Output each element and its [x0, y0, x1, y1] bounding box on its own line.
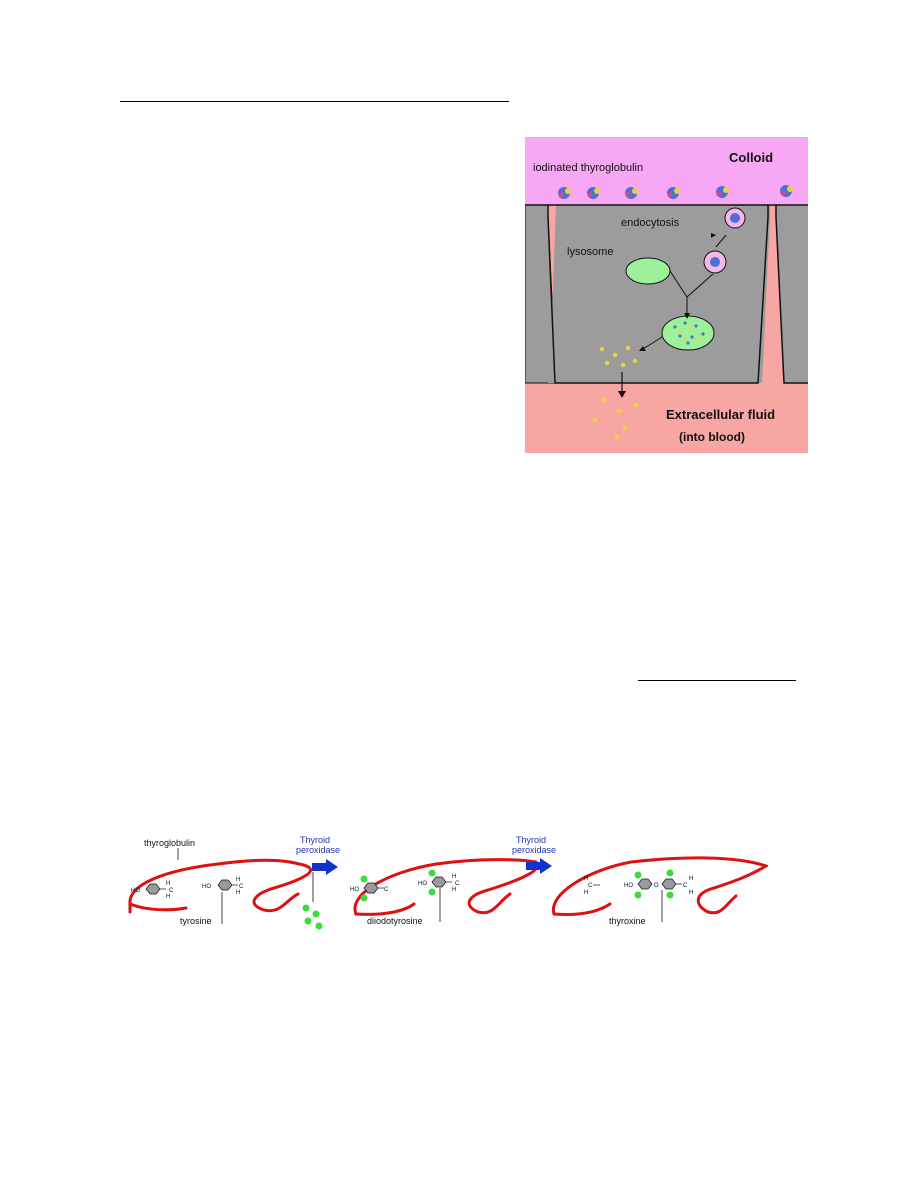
tyrosine-label: tyrosine: [180, 916, 212, 926]
tyrosine-residue-1: HO H C H: [131, 881, 174, 900]
iodine-atoms-free: [302, 904, 323, 930]
svg-text:H: H: [236, 877, 240, 883]
svg-text:H: H: [584, 890, 588, 896]
extracellular-fluid-label: Extracellular fluid: [666, 407, 775, 422]
enzyme-2-label-line2: peroxidase: [512, 845, 556, 855]
right-cell-edge: [776, 205, 808, 383]
svg-text:C: C: [239, 884, 244, 890]
svg-text:H: H: [166, 881, 170, 887]
thyroglobulin-endocytosis-figure: Colloid iodinated thyroglobulin endocyto…: [525, 137, 808, 453]
phagolysosome: [661, 315, 715, 351]
svg-text:HO: HO: [624, 883, 633, 889]
svg-text:H: H: [689, 876, 693, 882]
svg-text:H: H: [452, 874, 456, 880]
svg-text:H: H: [166, 894, 170, 900]
reaction-arrow-1: [312, 859, 338, 875]
diiodotyrosine-residue-1: HO C: [350, 875, 389, 902]
thyroxine-label: thyroxine: [609, 916, 646, 926]
heading-underline-top: [120, 101, 509, 102]
thyroxine-molecule: HO O H C H: [624, 869, 693, 899]
svg-text:HO: HO: [350, 887, 359, 893]
enzyme-1-label-line1: Thyroid: [300, 835, 330, 845]
thyroglobulin-label: thyroglobulin: [144, 838, 195, 848]
svg-text:C: C: [588, 883, 593, 889]
heading-underline-right: [638, 680, 796, 681]
svg-text:HO: HO: [418, 881, 427, 887]
follicular-cell: [548, 205, 770, 383]
into-blood-label: (into blood): [679, 430, 745, 444]
tyrosine-residue-2: HO H C H: [202, 877, 244, 896]
svg-text:C: C: [683, 883, 688, 889]
svg-text:C: C: [384, 887, 389, 893]
colloid-region: [525, 137, 808, 205]
thyroid-peroxidase-figure: thyroglobulin HO H C H HO H C H tyrosine…: [128, 835, 768, 930]
enzyme-2-label-line1: Thyroid: [516, 835, 546, 845]
svg-text:H: H: [584, 876, 588, 882]
svg-text:HO: HO: [131, 888, 140, 894]
lysosome-body: [625, 257, 671, 285]
residual-c-group: H C H: [584, 876, 600, 896]
svg-text:HO: HO: [202, 884, 211, 890]
svg-text:H: H: [236, 890, 240, 896]
colloid-label: Colloid: [729, 150, 773, 165]
svg-text:H: H: [452, 887, 456, 893]
diiodotyrosine-residue-2: HO H C H: [418, 869, 460, 896]
svg-text:H: H: [689, 890, 693, 896]
diiodotyrosine-label: diiodotyrosine: [367, 916, 423, 926]
endocytosis-label: endocytosis: [621, 217, 680, 229]
reaction-arrow-2: [526, 858, 552, 874]
released-hormones: [592, 345, 639, 440]
svg-text:C: C: [169, 888, 174, 894]
thyroglobulin-molecules: [558, 185, 793, 199]
svg-text:C: C: [455, 881, 460, 887]
svg-text:O: O: [654, 883, 659, 889]
thyroglobulin-label: iodinated thyroglobulin: [533, 162, 643, 174]
lysosome-label: lysosome: [567, 246, 613, 258]
enzyme-1-label-line2: peroxidase: [296, 845, 340, 855]
